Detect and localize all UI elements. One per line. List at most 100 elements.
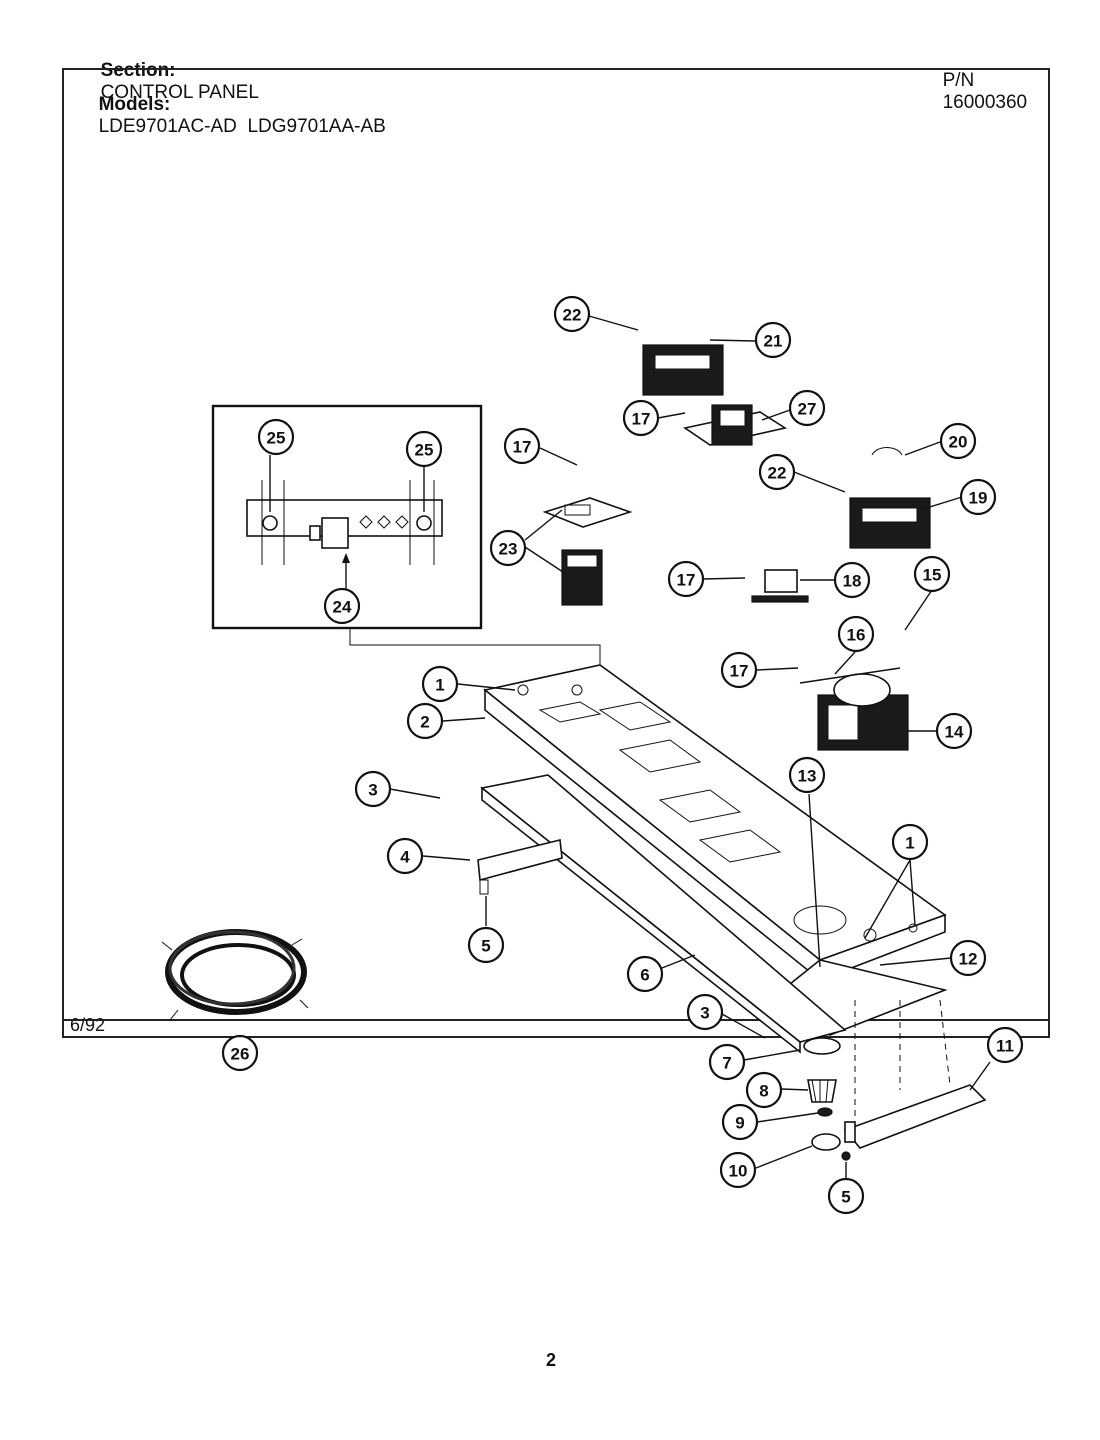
callout-circle — [405, 430, 443, 468]
callout-circle — [959, 478, 997, 516]
pn-value: 16000360 — [942, 92, 1028, 113]
callout-number: 20 — [949, 433, 968, 452]
callout-number: 1 — [905, 834, 914, 853]
callout-18: 18 — [833, 561, 871, 599]
callout-circle — [935, 712, 973, 750]
callout-13: 13 — [788, 756, 826, 794]
callout-number: 11 — [996, 1037, 1014, 1056]
callout-circle — [745, 1071, 783, 1109]
callout-circle — [754, 321, 792, 359]
section-value: CONTROL PANEL — [100, 82, 259, 103]
callout-17: 17 — [622, 399, 660, 437]
callout-circle — [686, 993, 724, 1031]
callout-21: 21 — [754, 321, 792, 359]
callout-number: 25 — [415, 441, 434, 460]
callout-17: 17 — [503, 427, 541, 465]
section-heading: Section: CONTROL PANEL — [90, 38, 259, 104]
callout-number: 7 — [722, 1054, 731, 1073]
callout-number: 24 — [333, 598, 352, 617]
callout-circle — [949, 939, 987, 977]
callout-27: 27 — [788, 389, 826, 427]
part-number: P/N 16000360 — [932, 48, 1028, 114]
callout-6: 6 — [626, 955, 664, 993]
callout-number: 26 — [231, 1045, 250, 1064]
control-panel-base — [483, 664, 948, 1036]
callout-9: 9 — [721, 1103, 759, 1141]
callout-number: 8 — [759, 1082, 768, 1101]
callout-3: 3 — [686, 993, 724, 1031]
models-value: LDE9701AC-AD LDG9701AA-AB — [98, 116, 386, 137]
callout-circle — [354, 770, 392, 808]
callout-number: 27 — [798, 400, 817, 419]
callout-23: 23 — [489, 529, 527, 567]
callout-26: 26 — [221, 1034, 259, 1072]
callout-number: 18 — [843, 572, 862, 591]
callout-number: 12 — [959, 950, 978, 969]
callout-circle — [323, 587, 361, 625]
callout-circle — [503, 427, 541, 465]
callout-circle — [386, 837, 424, 875]
callout-5: 5 — [467, 926, 505, 964]
switch-21 — [642, 344, 724, 396]
callout-14: 14 — [935, 712, 973, 750]
callout-number: 2 — [420, 713, 429, 732]
callout-25: 25 — [257, 418, 295, 456]
callout-12: 12 — [949, 939, 987, 977]
callout-20: 20 — [939, 422, 977, 460]
callout-11: 11 — [986, 1026, 1024, 1064]
callout-circle — [719, 1151, 757, 1189]
switch-19 — [849, 497, 931, 549]
section-label: Section: — [100, 60, 176, 81]
callout-number: 17 — [677, 571, 696, 590]
callout-17: 17 — [720, 651, 758, 689]
trim-strip — [841, 1084, 987, 1161]
callout-8: 8 — [745, 1071, 783, 1109]
callout-number: 17 — [513, 438, 532, 457]
callout-circle — [622, 399, 660, 437]
control-board-inset — [211, 404, 601, 730]
callout-number: 22 — [768, 464, 787, 483]
callout-1: 1 — [891, 823, 929, 861]
callout-circle — [837, 615, 875, 653]
callout-19: 19 — [959, 478, 997, 516]
callout-number: 9 — [735, 1114, 744, 1133]
callout-15: 15 — [913, 555, 951, 593]
callout-number: 25 — [267, 429, 286, 448]
callout-circle — [221, 1034, 259, 1072]
pn-label: P/N — [942, 70, 975, 91]
callout-circle — [939, 422, 977, 460]
callout-5: 5 — [827, 1177, 865, 1215]
models-label: Models: — [98, 94, 171, 115]
callout-number: 5 — [481, 937, 490, 956]
callout-10: 10 — [719, 1151, 757, 1189]
callout-2: 2 — [406, 702, 444, 740]
callout-circle — [986, 1026, 1024, 1064]
callout-circle — [721, 1103, 759, 1141]
callout-number: 15 — [923, 566, 942, 585]
callout-number: 22 — [563, 306, 582, 325]
callout-circle — [406, 702, 444, 740]
page-number: 2 — [546, 1350, 557, 1370]
callout-number: 5 — [841, 1188, 850, 1207]
end-bracket — [477, 839, 563, 895]
wire-harness — [161, 929, 309, 1021]
callout-circle — [553, 295, 591, 333]
callout-circle — [626, 955, 664, 993]
leader-lines — [389, 315, 991, 1178]
callout-number: 19 — [969, 489, 988, 508]
callout-4: 4 — [386, 837, 424, 875]
callout-1: 1 — [421, 665, 459, 703]
callout-7: 7 — [708, 1043, 746, 1081]
models-heading: Models: LDE9701AC-AD LDG9701AA-AB — [88, 72, 386, 138]
callout-circle — [833, 561, 871, 599]
callout-number: 10 — [729, 1162, 748, 1181]
callout-circle — [913, 555, 951, 593]
callout-circle — [421, 665, 459, 703]
callout-25: 25 — [405, 430, 443, 468]
callout-circle — [788, 389, 826, 427]
callout-number: 16 — [847, 626, 866, 645]
timer — [799, 667, 909, 751]
resistor-20 — [871, 447, 903, 456]
callout-24: 24 — [323, 587, 361, 625]
